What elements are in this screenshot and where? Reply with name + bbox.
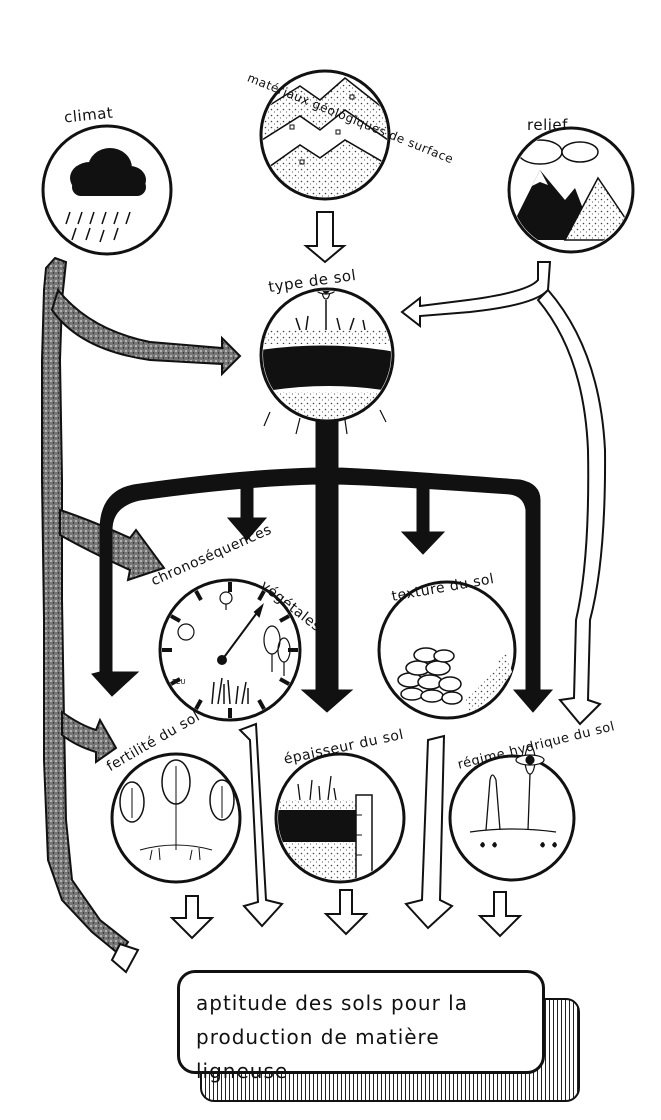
texture-circle [377, 580, 517, 720]
fertilite-circle [110, 752, 242, 884]
result-text: aptitude des sols pour la production de … [196, 986, 536, 1088]
flower-icon [316, 291, 336, 300]
clock-hand [217, 603, 264, 665]
fertility-down-arrow [169, 895, 215, 940]
chrono-down-arrow [238, 722, 284, 928]
climate-to-soiltype-arrow [50, 287, 242, 377]
texture-down-arrow [404, 734, 454, 930]
relief-to-regime-arrow [536, 288, 607, 726]
type-de-sol-circle [259, 287, 395, 435]
grass-icon [211, 677, 249, 705]
relief-to-soiltype-arrow [400, 261, 552, 329]
rain-icon [65, 211, 131, 243]
chronosequences-circle: FEU [158, 578, 302, 722]
regime-circle [448, 745, 576, 882]
pebbles-icon [397, 647, 463, 705]
cloud-icon [70, 148, 146, 196]
epaisseur-down-arrow [323, 889, 369, 936]
label-relief: relief [527, 116, 568, 134]
water-drops-icon [480, 842, 557, 848]
result-line-1: aptitude des sols pour la [196, 991, 468, 1015]
flower-icon [515, 745, 545, 775]
relief-circle [507, 126, 635, 254]
climate-to-fertility-arrow [61, 710, 118, 764]
chrono-feu-text: FEU [172, 678, 186, 686]
climate-trunk-arrow [41, 256, 140, 974]
epaisseur-circle [274, 752, 406, 884]
leaf-icon [119, 759, 235, 823]
materiaux-to-soiltype-arrow [303, 211, 347, 264]
regime-down-arrow [477, 891, 523, 938]
result-box [177, 970, 545, 1074]
tree-icon [177, 591, 291, 676]
climat-circle [41, 124, 173, 256]
soiltype-distribution-arrows [91, 421, 554, 713]
result-line-2: production de matière ligneuse [196, 1025, 440, 1083]
